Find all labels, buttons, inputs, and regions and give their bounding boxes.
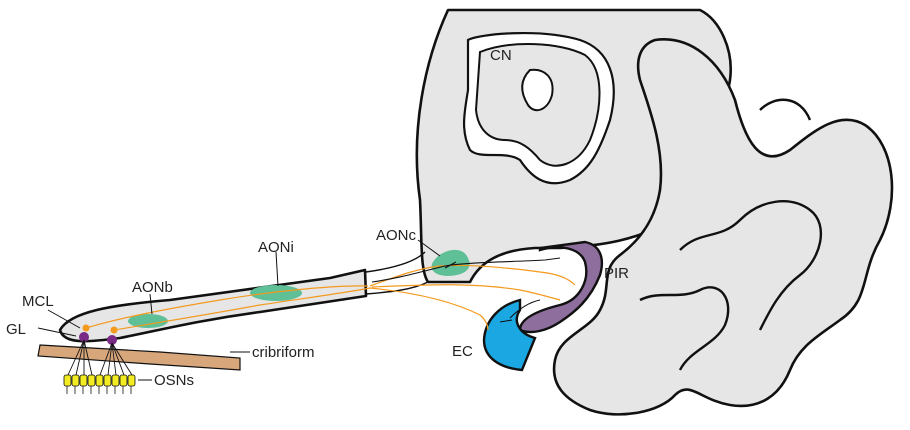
mcl-orange-cell-2 [111, 327, 118, 334]
label-aonb: AONb [132, 279, 173, 296]
pir-region [520, 242, 602, 332]
ec-region [484, 300, 535, 370]
osn-tails [67, 386, 131, 394]
cribriform-plate [38, 345, 240, 370]
osn-cells [64, 375, 135, 386]
label-pir: PIR [604, 265, 629, 282]
label-mcl: MCL [22, 293, 54, 310]
label-gl: GL [6, 321, 26, 338]
orange-path-4 [370, 288, 488, 330]
cn-sulcus [522, 70, 552, 110]
tract-body [60, 270, 366, 341]
aon-intermediate-nucleus [250, 285, 302, 301]
label-aoni: AONi [258, 239, 294, 256]
mcl-orange-cell-1 [83, 325, 90, 332]
label-osns: OSNs [154, 372, 194, 389]
label-aonc: AONc [376, 227, 417, 244]
leader-aoni [276, 252, 278, 286]
fold-line-3 [760, 100, 810, 120]
label-cribriform: cribriform [252, 344, 315, 361]
label-ec: EC [452, 343, 473, 360]
label-cn: CN [490, 47, 512, 64]
